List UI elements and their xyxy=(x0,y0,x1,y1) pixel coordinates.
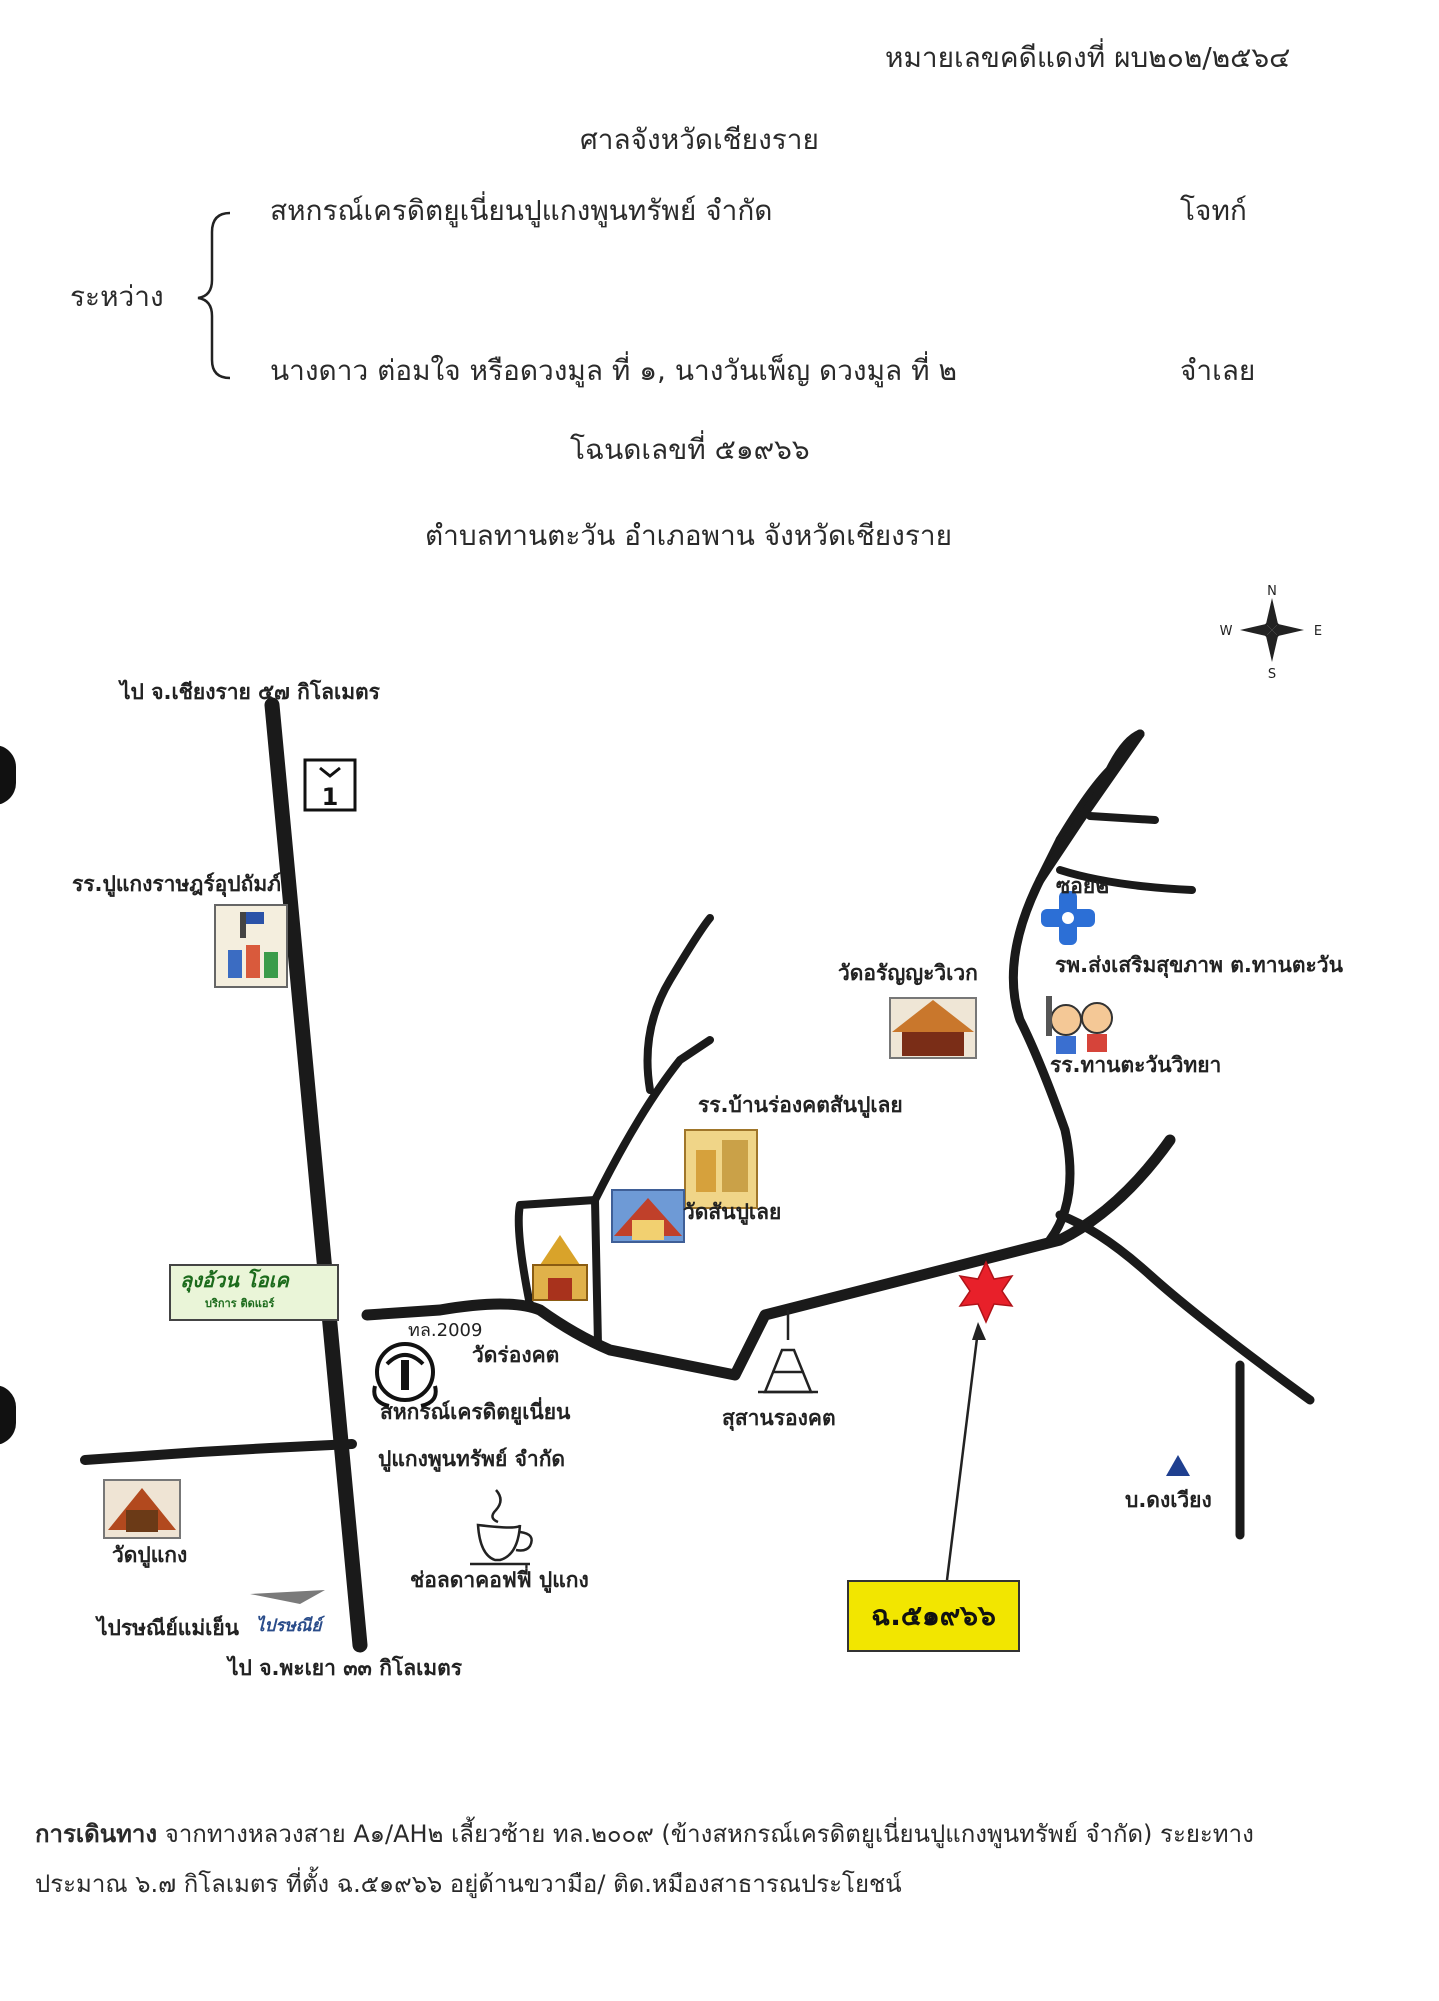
southeast-road xyxy=(1055,1210,1315,1405)
party-bracket xyxy=(197,211,231,380)
label-school-thantawan: รร.ทานตะวันวิทยา xyxy=(1050,1053,1222,1077)
north-branch-road xyxy=(591,1036,714,1204)
svg-text:S: S xyxy=(1268,667,1276,682)
case-number: หมายเลขคดีแดงที่ ผบ๒๐๒/๒๕๖๔ xyxy=(885,41,1291,74)
directions-line-1: การเดินทาง จากทางหลวงสาย A๑/AH๒ เลี้ยวซ้… xyxy=(35,1822,1254,1846)
label-village: บ.ดงเวียง xyxy=(1125,1488,1212,1512)
wat-aranya-icon xyxy=(889,997,977,1059)
label-post-brand: ไปรษณีย์ xyxy=(256,1616,322,1636)
road-loop xyxy=(514,1196,602,1349)
label-hospital: รพ.ส่งเสริมสุขภาพ ต.ทานตะวัน xyxy=(1055,953,1343,977)
label-coop-line2: ปูแกงพูนทรัพย์ จำกัด xyxy=(378,1447,566,1471)
label-school-pukaeng: รร.ปูแกงราษฎร์อุปถัมภ์ xyxy=(72,872,282,896)
shop-sign-box xyxy=(169,1264,339,1321)
defendant-names: นางดาว ต่อมใจ หรือดวงมูล ที่ ๑, นางวันเพ… xyxy=(270,354,957,387)
deed-number: โฉนดเลขที่ ๕๑๙๖๖ xyxy=(570,433,810,466)
highway-shield-icon: 1 xyxy=(303,758,357,812)
label-cafe: ช่อลดาคอฟฟี่ ปูแกง xyxy=(410,1568,589,1592)
village-marker-icon xyxy=(1166,1455,1190,1476)
parcel-pointer-arrow xyxy=(945,1329,980,1581)
plaintiff-role: โจทก์ xyxy=(1180,194,1247,227)
post-sign-icon xyxy=(250,1590,325,1604)
label-wat-pukaeng: วัดปูแกง xyxy=(112,1543,188,1567)
label-soi-2: ซอย๒ xyxy=(1056,874,1110,898)
upper-soi-road xyxy=(1086,812,1159,824)
wat-rongkot-icon xyxy=(532,1235,588,1301)
parcel-star-icon xyxy=(958,1260,1014,1324)
label-post-office: ไปรษณีย์แม่เย็น xyxy=(97,1616,240,1640)
north-branch-road-2 xyxy=(643,914,714,1094)
court-name: ศาลจังหวัดเชียงราย xyxy=(580,123,819,156)
hospital-cross-icon xyxy=(1041,891,1095,945)
left-side-road xyxy=(80,1439,357,1465)
label-to-chiangrai: ไป จ.เชียงราย ๕๗ กิโลเมตร xyxy=(120,680,380,704)
school-banrongkot-icon xyxy=(684,1129,758,1209)
directions-line-2: ประมาณ ๖.๗ กิโลเมตร ที่ตั้ง ฉ.๕๑๙๖๖ อยู่… xyxy=(35,1870,902,1898)
school-thantawan-icon xyxy=(1046,996,1113,1054)
highway-1-road xyxy=(264,697,368,1653)
punch-hole-top xyxy=(0,745,16,805)
location-line: ตำบลทานตะวัน อำเภอพาน จังหวัดเชียงราย xyxy=(425,519,953,552)
label-wat-sanpuloei: วัดสันปูเลย xyxy=(683,1200,782,1224)
label-road-2009: ทล.2009 xyxy=(408,1320,483,1341)
coffee-cup-icon xyxy=(470,1489,533,1566)
label-cemetery: สุสานรองคต xyxy=(722,1406,836,1430)
top-right-road xyxy=(1035,729,1145,885)
wat-pukaeng-icon xyxy=(103,1479,181,1539)
plaintiff-name: สหกรณ์เครดิตยูเนี่ยนปูแกงพูนทรัพย์ จำกัด xyxy=(270,194,773,227)
label-wat-aranya: วัดอรัญญะวิเวก xyxy=(838,961,978,985)
label-coop-line1: สหกรณ์เครดิตยูเนี่ยน xyxy=(380,1400,571,1424)
road-2009 xyxy=(361,1134,1176,1381)
directions-label: การเดินทาง xyxy=(35,1820,158,1848)
parcel-label: ฉ.๕๑๙๖๖ xyxy=(871,1599,996,1632)
between-label: ระหว่าง xyxy=(70,280,164,313)
svg-text:N: N xyxy=(1267,584,1277,599)
punch-hole-bottom xyxy=(0,1385,16,1445)
defendant-role: จำเลย xyxy=(1180,354,1256,387)
directions-text-1: จากทางหลวงสาย A๑/AH๒ เลี้ยวซ้าย ทล.๒๐๐๙ … xyxy=(164,1820,1254,1848)
svg-text:W: W xyxy=(1220,624,1233,639)
svg-text:E: E xyxy=(1314,624,1322,639)
label-to-phayao: ไป จ.พะเยา ๓๓ กิโลเมตร xyxy=(228,1656,463,1680)
wat-sanpuloei-icon xyxy=(611,1189,685,1243)
cemetery-icon xyxy=(758,1310,818,1394)
label-wat-rongkot: วัดร่องคต xyxy=(472,1343,560,1367)
school-pukaeng-icon xyxy=(214,904,288,988)
compass-rose-icon: N S W E xyxy=(1220,584,1323,682)
cooperative-logo-icon xyxy=(372,1342,438,1408)
svg-text:1: 1 xyxy=(322,783,339,811)
shop-sign-title: ลุงอ้วน โอเค xyxy=(180,1268,289,1292)
parcel-label-box: ฉ.๕๑๙๖๖ xyxy=(847,1580,1020,1652)
shop-sign-subtitle: บริการ ติดแอร์ xyxy=(205,1297,275,1310)
label-school-banrongkot: รร.บ้านร่องคตสันปูเลย xyxy=(698,1093,903,1117)
hospital-side-road xyxy=(1056,866,1196,894)
